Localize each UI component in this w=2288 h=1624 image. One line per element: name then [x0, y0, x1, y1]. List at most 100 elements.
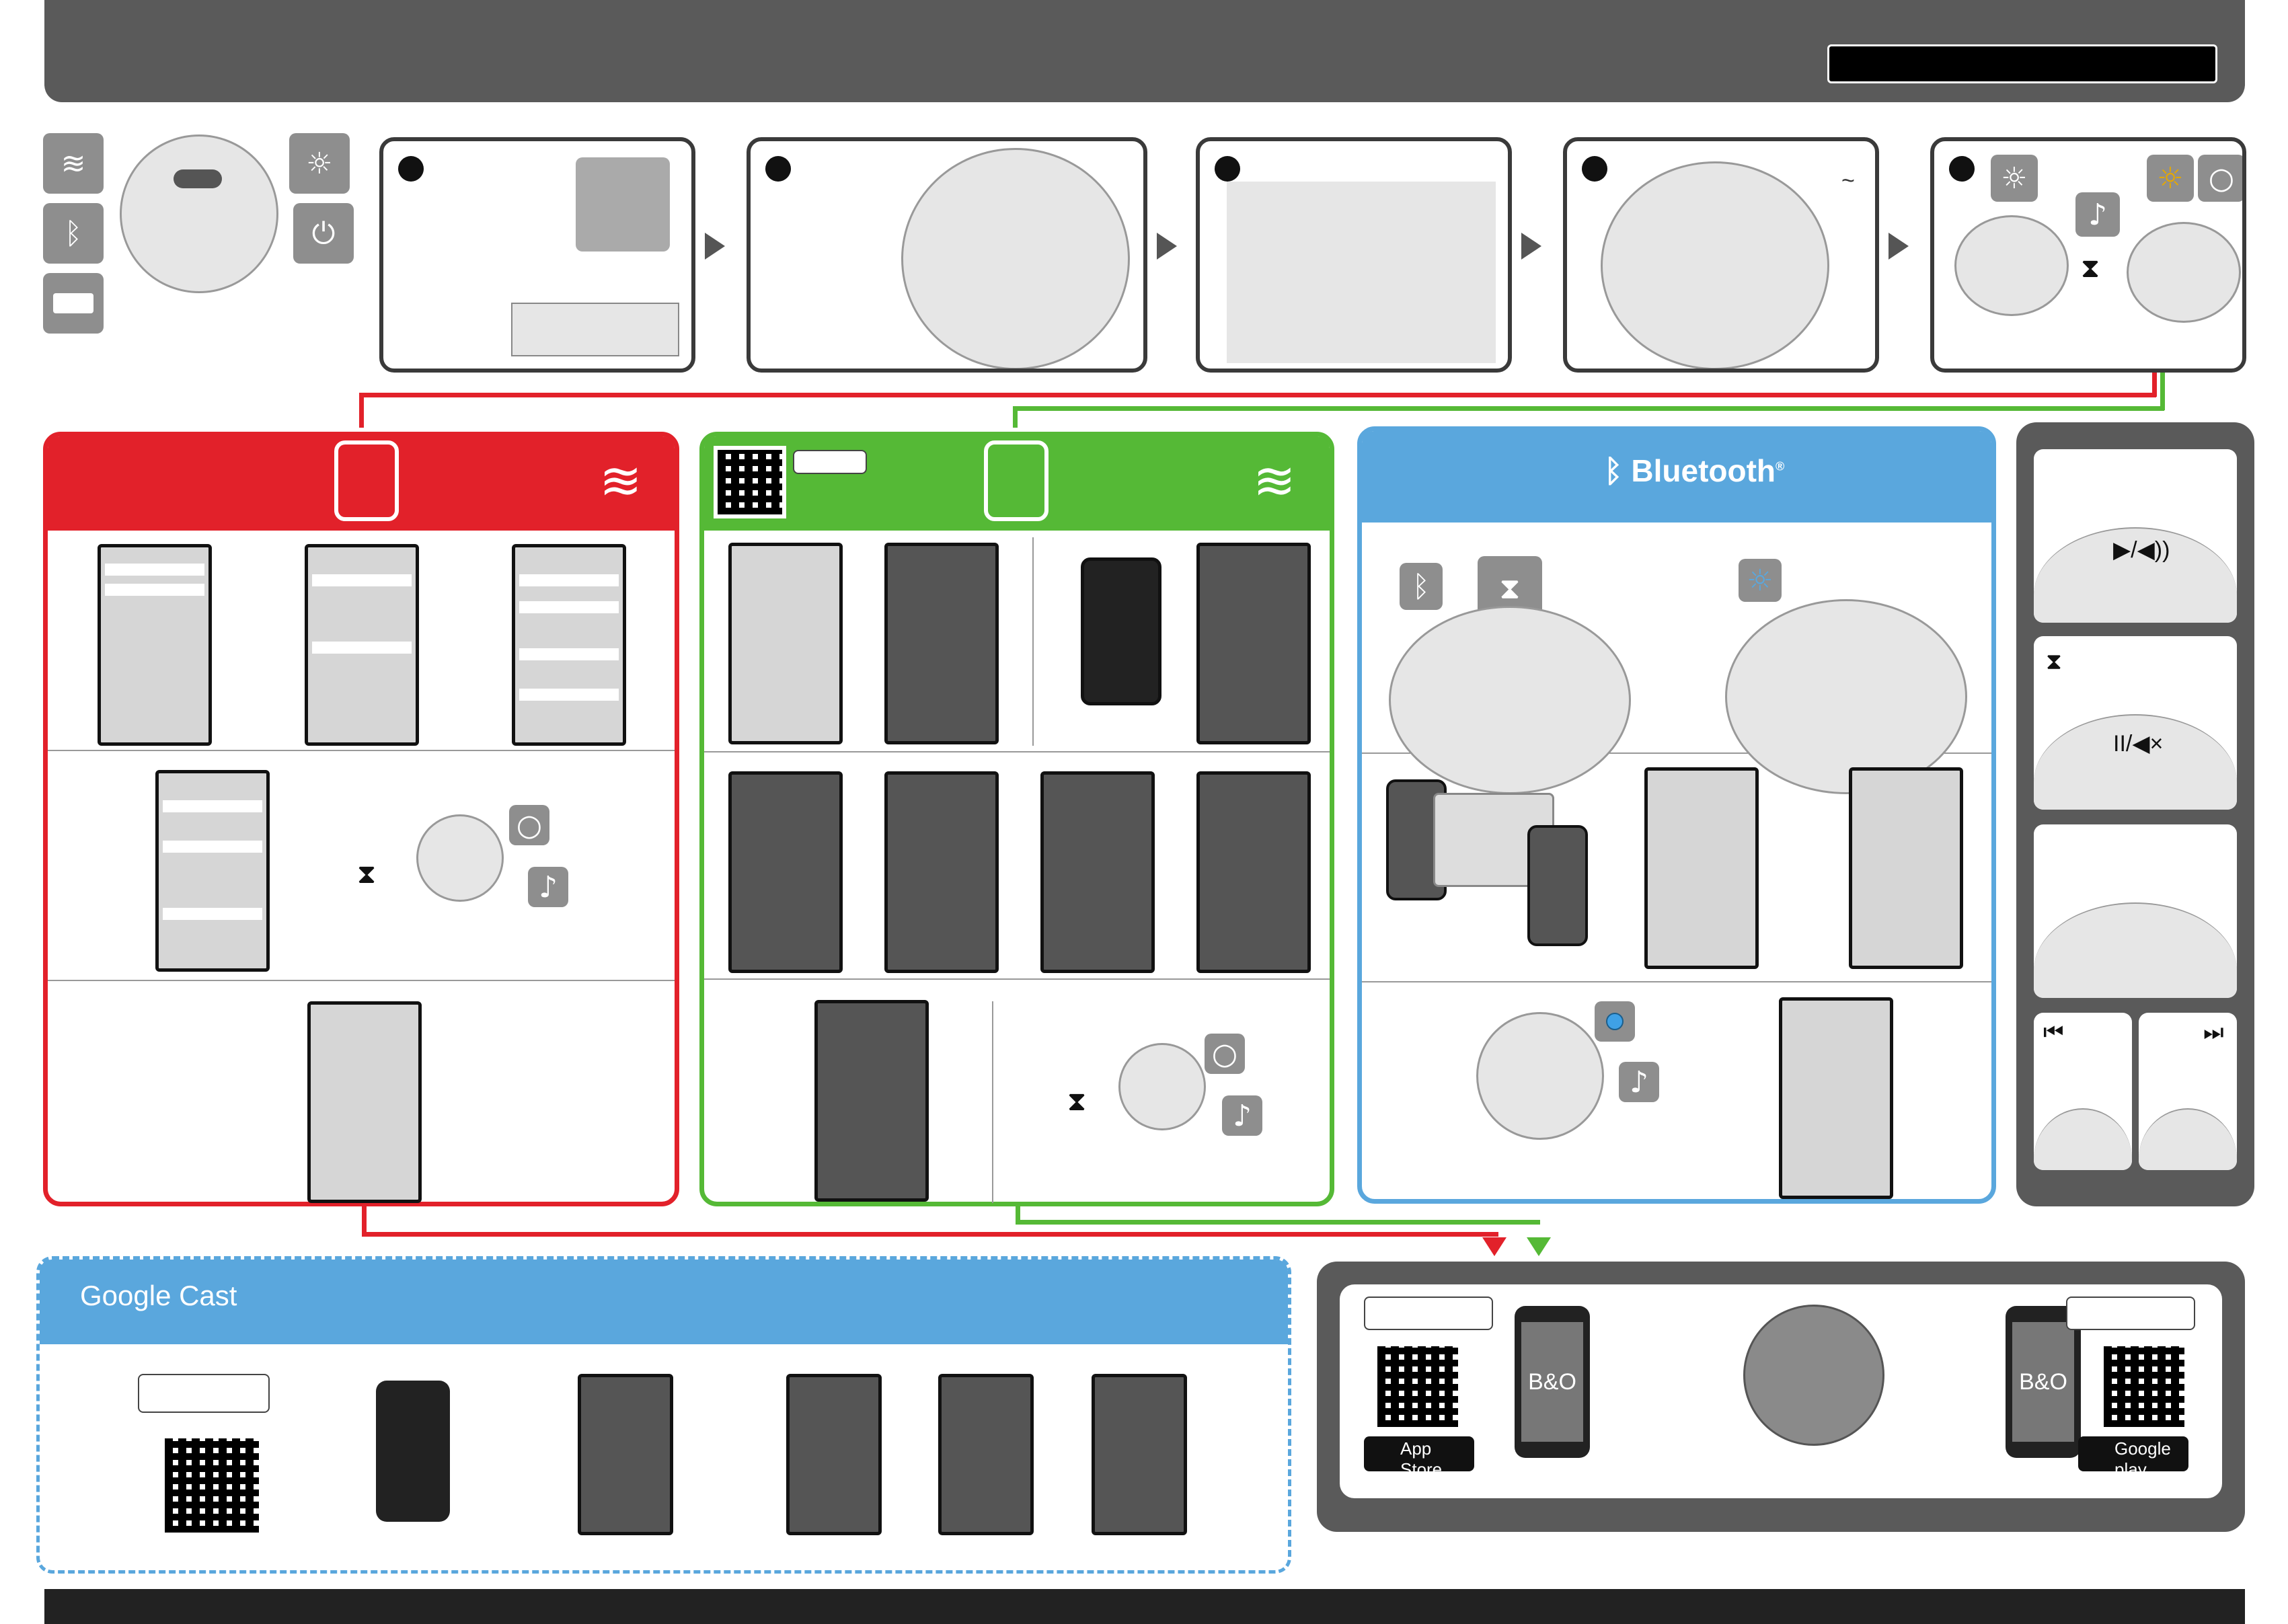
light-icon: ☼: [1739, 559, 1782, 602]
app-store-badge[interactable]: Download on the App Store: [1364, 1428, 1474, 1479]
ios-screen-done: [307, 1001, 422, 1203]
previous-track-icon: ⏮: [2043, 1019, 2064, 1045]
google-play-badge[interactable]: GET IT ON Google play: [2078, 1428, 2188, 1479]
hourglass-icon: ⧗: [2081, 253, 2100, 284]
pause-mute-icon: II/◀×: [2113, 731, 2164, 757]
speaker-top-view: [120, 134, 278, 293]
bt-screen-settings: [1644, 767, 1759, 969]
red-flow-line: [362, 1232, 1498, 1237]
green-flow-line: [2160, 373, 2165, 410]
phone-bo-app: B&O: [2006, 1306, 2081, 1458]
green-flow-line: [1016, 1206, 1020, 1223]
speaker-top-view: [1725, 599, 1967, 794]
prev-panel: ⏮: [2034, 1013, 2132, 1170]
google-cast-title: Google Cast: [80, 1280, 237, 1311]
gcast-label-box: [138, 1374, 270, 1413]
column-divider: [992, 1001, 993, 1203]
bluetooth-icon: ᛒ: [1400, 563, 1443, 610]
android-screen-settings: [728, 543, 843, 744]
header-code-box: [1827, 44, 2217, 83]
bt-screen-paired: [1779, 997, 1893, 1199]
green-flow-line: [1013, 406, 1018, 428]
phone-qr-scan: [1081, 557, 1161, 705]
mains-symbol: ~: [1841, 168, 1855, 194]
step-arrow: [1157, 233, 1177, 260]
speaker-top-view: [1389, 606, 1631, 794]
dot-icon: ○: [1205, 1034, 1245, 1074]
step-3-panel: [1196, 137, 1512, 373]
phone-device: [1527, 825, 1588, 946]
gcast-screen-4: [1092, 1374, 1187, 1535]
light-icon: ☼: [289, 133, 350, 194]
gcast-screen-3: [938, 1374, 1034, 1535]
step-1-marker: [398, 156, 424, 182]
red-flow-line: [362, 1206, 367, 1235]
bluetooth-icon: ᛒ: [43, 203, 104, 264]
step-arrow: [705, 233, 725, 260]
speaker-front: [1954, 215, 2069, 316]
android-screen-app: [1196, 543, 1311, 744]
qr-code: [714, 446, 786, 518]
hourglass-icon: ⧗: [1067, 1086, 1087, 1117]
column-divider: [1032, 537, 1034, 746]
ios-section: ≋ ⧗ ○ ♪: [43, 432, 679, 1206]
pause-panel: ⧗ II/◀×: [2034, 636, 2237, 810]
speaker-front: [1476, 1012, 1604, 1140]
appstore-label-box: [1364, 1297, 1493, 1330]
step-4-marker: [1582, 156, 1607, 182]
wifi-icon: ≋: [599, 451, 642, 510]
row-divider: [48, 750, 675, 751]
dot-icon: ○: [2198, 155, 2242, 202]
music-icon: ♪: [528, 867, 568, 907]
next-panel: ⏭: [2139, 1013, 2237, 1170]
speaker-bo: [1743, 1305, 1884, 1446]
step-2-panel: [747, 137, 1147, 373]
room-placement: [1227, 182, 1496, 363]
play-panel: ▶/◀)): [2034, 449, 2237, 623]
gcast-screen-2: [786, 1374, 882, 1535]
bo-app-inner: Download on the App Store B&O B&O GET IT…: [1340, 1284, 2222, 1498]
android-screen-finish: [814, 1000, 929, 1202]
hourglass-icon: ⧗: [2046, 648, 2062, 675]
google-cast-header: [40, 1260, 1288, 1344]
iphone-icon: [334, 440, 399, 521]
next-track-icon: ⏭: [2203, 1019, 2224, 1045]
toggle-icon: [43, 273, 104, 334]
android-screen-step-b: [884, 771, 999, 973]
red-flow-line: [359, 393, 2156, 397]
screwdriver-detail: [576, 157, 670, 252]
android-screen-wifi: [884, 543, 999, 744]
green-flow-line: [1013, 406, 2164, 411]
music-icon: ♪: [1619, 1062, 1659, 1102]
row-divider: [1362, 752, 1991, 754]
qr-label-box: [793, 450, 867, 474]
speaker-cable-view: [1601, 161, 1829, 369]
step-1-panel: [379, 137, 695, 373]
green-flow-arrow: [1527, 1237, 1551, 1256]
volume-panel: [2034, 824, 2237, 998]
qr-code: [1373, 1342, 1462, 1431]
speaker-front: [416, 814, 504, 902]
row-divider: [704, 978, 1330, 980]
android-section: ≋ ⧗ ○ ♪: [699, 432, 1334, 1206]
wifi-icon: ≋: [43, 133, 104, 194]
hourglass-icon: ⧗: [357, 859, 377, 890]
gcast-screen-1: [578, 1374, 673, 1535]
speaker-front: [2127, 222, 2241, 323]
bluetooth-section: ᛒ Bluetooth® ᛒ ⧗ ☼ ♪: [1357, 426, 1996, 1204]
play-volume-icon: ▶/◀)): [2113, 537, 2170, 563]
dot-icon: ○: [509, 805, 549, 845]
phone-qr-scan: [376, 1381, 450, 1522]
android-screen-step-c: [1040, 771, 1155, 973]
wifi-icon: ≋: [1253, 451, 1296, 510]
speaker-button: [174, 169, 222, 188]
ios-screen-wifi-toggle: [305, 544, 419, 746]
step-2-marker: [765, 156, 791, 182]
qr-code: [161, 1434, 263, 1537]
light-icon: ☼: [1991, 155, 2038, 202]
android-screen-step-d: [1196, 771, 1311, 973]
android-phone-icon: [984, 440, 1048, 521]
speaker-front: [1118, 1043, 1206, 1130]
footer-bar: [44, 1589, 2245, 1624]
red-flow-arrow: [1482, 1237, 1507, 1256]
